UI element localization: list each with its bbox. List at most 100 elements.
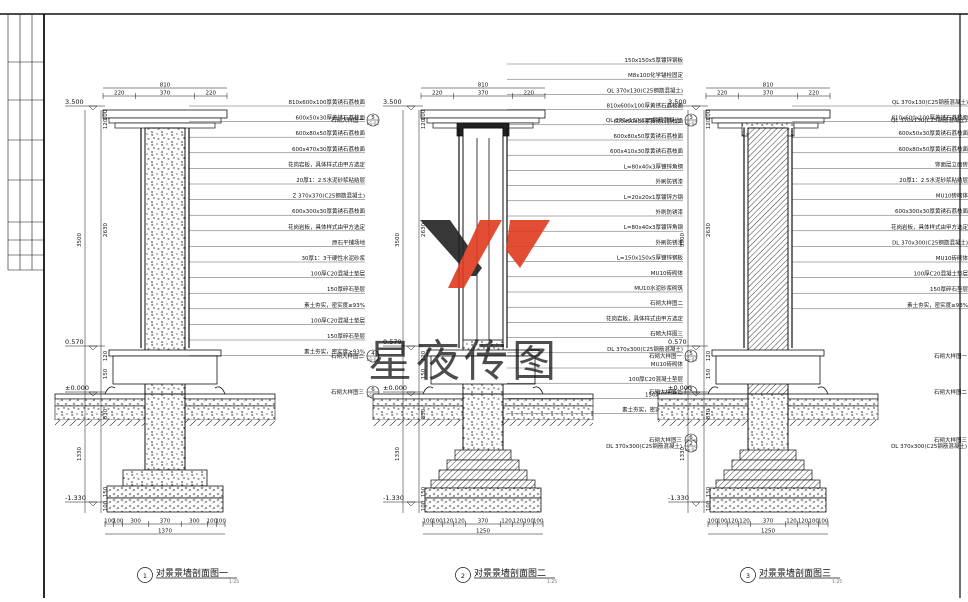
note-text: MU10水泥砂浆砌筑 [634, 284, 683, 292]
elevation-label: 0.570 [668, 338, 687, 346]
vertical-dim-label: 120 [706, 118, 712, 129]
bottom-dim-label: 370 [160, 519, 171, 525]
bottom-dim-label: 120 [501, 519, 512, 525]
cap-band-2 [114, 122, 216, 129]
note-text: 100厚C20混凝土垫层 [629, 375, 684, 383]
top-total-label: 810 [478, 83, 489, 89]
bottom-dim-label: 100 [113, 519, 124, 525]
note-text: 外刷防锈漆 [655, 208, 683, 216]
elevation-label: -1.330 [668, 494, 689, 502]
bottom-dim-label: 100 [215, 519, 226, 525]
top-dim-label: 220 [206, 91, 217, 97]
note-text: 外刷防锈漆 [655, 178, 683, 186]
callout-number: 5 [371, 115, 375, 121]
elevation-marker [88, 105, 98, 111]
callout-number: 2 [689, 441, 693, 447]
callout-label: 石砌大样图三 [934, 436, 968, 444]
elevation-marker [88, 501, 98, 507]
plinth-body [112, 355, 218, 385]
callout-number: 3 [689, 115, 693, 121]
footing-gravel [709, 497, 827, 513]
bottom-dim-label: 120 [443, 519, 454, 525]
bottom-dim-label: 100 [523, 519, 534, 525]
elevation-label: -1.330 [383, 494, 404, 502]
note-text: 30厚1：3干硬性水泥砂浆 [302, 254, 366, 262]
callout-number: 6 [689, 435, 693, 441]
plinth-curve-right [532, 386, 544, 395]
vertical-dim-label: 1330 [77, 447, 83, 461]
note-text: 100厚C20混凝土垫层 [914, 270, 968, 278]
top-dim-label: 220 [524, 91, 535, 97]
elevation-marker [406, 391, 416, 397]
note-text: QL 370x130(C25钢筋混凝土) [607, 86, 683, 94]
vertical-dim-label: 150 [103, 368, 109, 379]
watermark-text: 星夜传图 [368, 336, 560, 387]
bottom-dim-label: 100 [533, 519, 544, 525]
footing-step-2 [731, 459, 805, 471]
footing-step-4 [715, 479, 821, 489]
elevation-label: ±0.000 [668, 384, 692, 392]
section-number-circle [455, 567, 471, 583]
note-text: 素土夯实，密实度≥93% [907, 301, 968, 309]
note-text: MU10砖砌体 [651, 360, 684, 368]
elevation-label: 3.500 [65, 98, 84, 106]
vertical-dim-label: 100 [421, 109, 427, 120]
vertical-dim-label: 830 [103, 408, 109, 419]
note-text: 素土夯实，密实度≥93% [304, 348, 365, 356]
vertical-dim-label: 100 [706, 109, 712, 120]
note-text: 150x150x5厚镀锌钢板 [624, 56, 683, 64]
footing-gravel [106, 497, 224, 513]
note-text: 150厚碎石垫层 [327, 285, 365, 293]
callout-label: 石砌大样图三 [649, 436, 683, 444]
note-text: 外刷防锈漆 [655, 238, 683, 246]
vertical-dim-label: 120 [421, 350, 427, 361]
top-total-label: 810 [160, 83, 171, 89]
bottom-total-label: 1250 [476, 529, 490, 535]
note-text: 600x50x30厚黄锈石荔枝面 [898, 129, 968, 137]
elevation-marker [691, 501, 701, 507]
note-text: 600x300x30厚黄锈石荔枝面 [292, 207, 366, 215]
callout-ref: LS-02 [685, 447, 698, 453]
elevation-marker [406, 501, 416, 507]
top-dim-label: 220 [809, 91, 820, 97]
vertical-dim-label: 150 [706, 486, 712, 497]
callout-number: 4 [371, 351, 375, 357]
vertical-dim-label: 100 [103, 500, 109, 511]
footing-step-2 [446, 459, 520, 471]
note-text: L=80x40x3厚镀锌角钢 [624, 162, 684, 170]
vertical-dim-label: 120 [706, 350, 712, 361]
bottom-dim-label: 100 [717, 519, 728, 525]
note-text: 饰面层立面砖 [935, 160, 968, 168]
bottom-dim-label: 300 [189, 519, 200, 525]
callout-label: 石砌大样图三 [331, 388, 365, 396]
elevation-marker [88, 345, 98, 351]
vertical-dim-label: 120 [103, 118, 109, 129]
logo-y-stroke-1 [448, 220, 502, 288]
elevation-marker [406, 345, 416, 351]
callout-ref: LS-02 [367, 121, 380, 127]
plinth-curve-left [104, 386, 116, 395]
plinth-curve-right [214, 386, 226, 395]
top-dim-label: 370 [160, 91, 171, 97]
note-text: DL 370x300(C25钢筋混凝土) [892, 238, 968, 246]
bottom-dim-label: 100 [432, 519, 443, 525]
note-text: 20厚1：2.5水泥砂浆粘结层 [296, 176, 365, 184]
note-text: L=150x150x5厚镀锌钢板 [617, 254, 684, 262]
bottom-total-label: 1370 [158, 529, 172, 535]
note-text: 花岗岩板，具体样式由甲方选定 [288, 223, 366, 231]
note-text: 600x80x50厚黄锈石荔枝面 [613, 132, 683, 140]
watermark: 星夜传图 [368, 220, 560, 387]
elevation-label: -1.330 [65, 494, 86, 502]
bottom-dim-label: 370 [478, 519, 489, 525]
note-text: 原石平铺场地 [332, 238, 366, 246]
note-text: L=20x20x1厚镀锌方钢 [624, 193, 684, 201]
cap-band [108, 117, 222, 124]
elevation-marker [88, 391, 98, 397]
vertical-dim-label: 120 [421, 118, 427, 129]
footing-step-1 [739, 449, 797, 461]
plinth-curve-left [707, 386, 719, 395]
